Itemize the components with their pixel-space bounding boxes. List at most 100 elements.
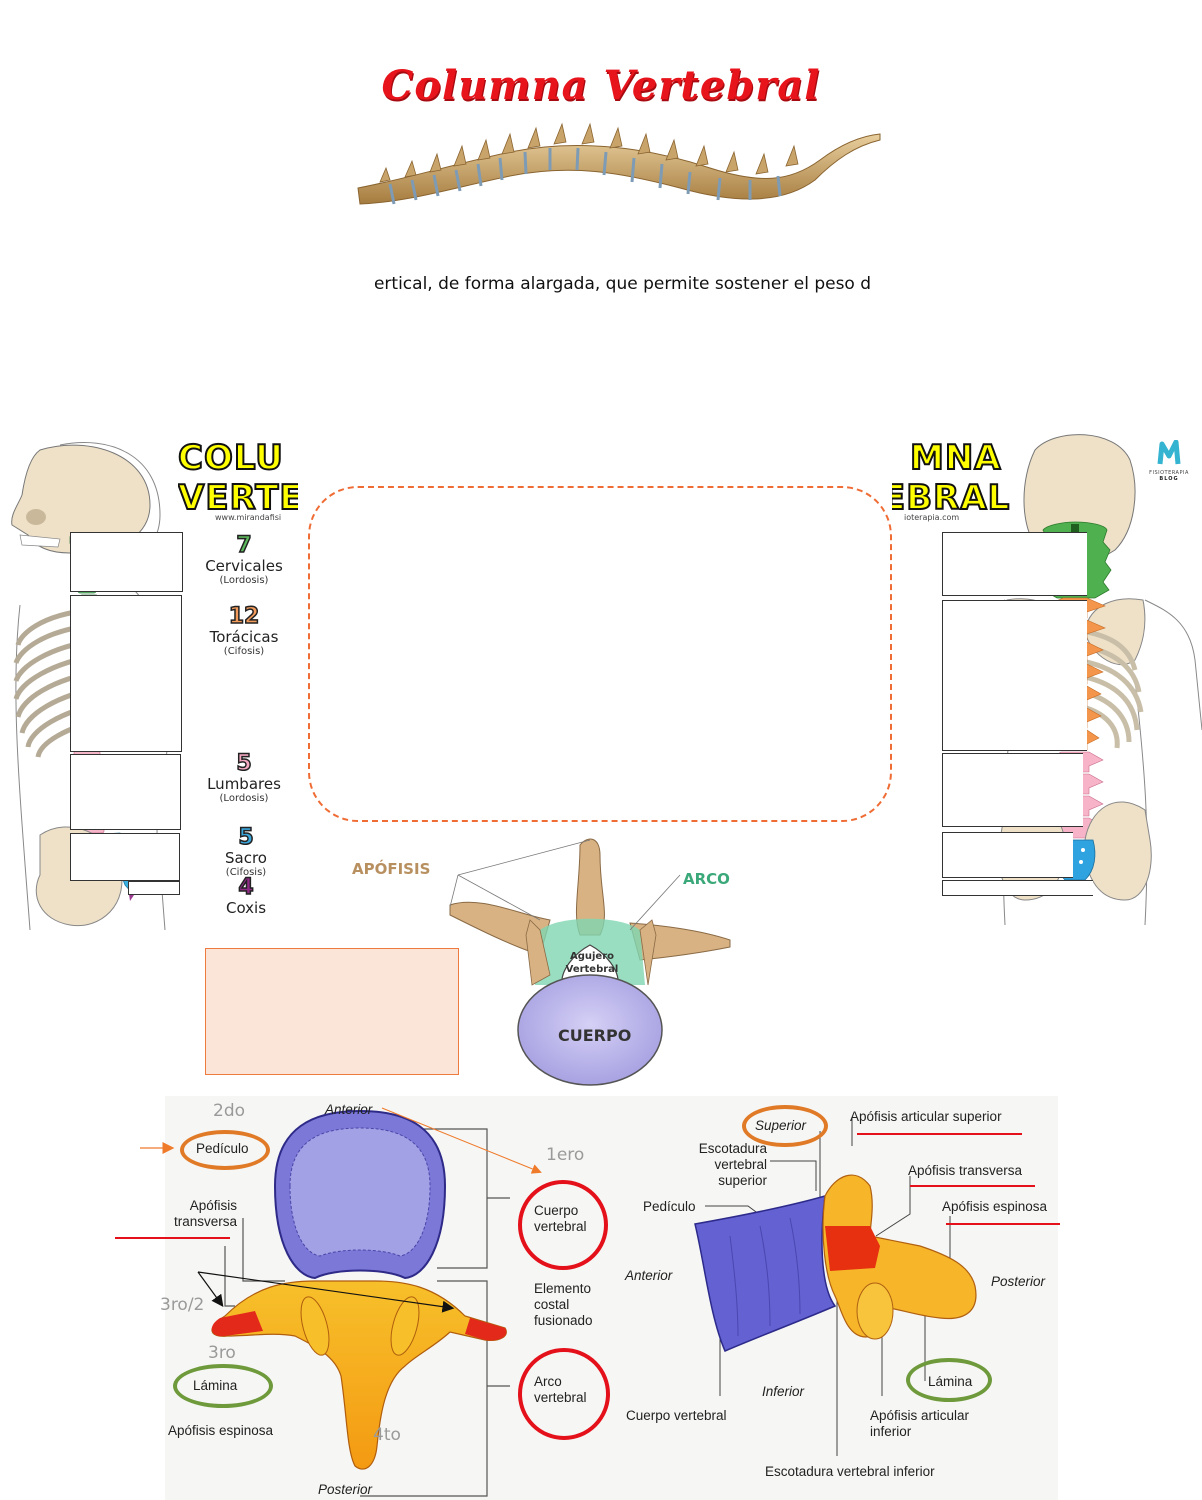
annotation-arrows (140, 1107, 542, 1313)
label-line2: inferior (870, 1424, 912, 1439)
spine-illustration (357, 122, 881, 205)
region-lumbar: 5 Lumbares (Lordosis) (194, 751, 294, 805)
apofisis-transversa-label-top: Apófisis transversa (164, 1198, 237, 1230)
region-count: 4 (238, 875, 255, 901)
red-underline (910, 1185, 1035, 1187)
anterior-arrow (381, 1107, 542, 1174)
top-view-vertebra-illustration (211, 1109, 510, 1497)
note-box[interactable] (205, 948, 459, 1075)
pediculo-label-side: Pedículo (643, 1199, 696, 1214)
transversa-arrow-right (197, 1271, 455, 1313)
apofisis-espinosa-label-side: Apófisis espinosa (942, 1199, 1048, 1214)
poster-title-left: COLU VERTE (178, 438, 298, 518)
superior-highlight-ring (742, 1105, 828, 1147)
arco-vertebral-highlight-ring (518, 1348, 610, 1440)
logo-text-2: BLOG (1159, 476, 1179, 482)
agujero-line2: Vertebral (565, 964, 619, 975)
fisioterapia-blog-logo: FISIOTERAPIA BLOG (1148, 439, 1190, 482)
region-name: Torácicas (209, 628, 279, 646)
pediculo-label-top: Pedículo (196, 1141, 249, 1156)
cuerpo-vertebral-label-top: Cuerpo vertebral (534, 1203, 587, 1235)
logo-m-icon (1157, 439, 1181, 465)
poster-title-line1: MNA (909, 438, 1002, 479)
region-count: 5 (236, 751, 253, 777)
region-name: Coxis (225, 899, 267, 917)
region-count: 12 (228, 604, 260, 630)
lamina-highlight-ring-side (906, 1358, 992, 1402)
logo-text: FISIOTERAPIA (1149, 470, 1189, 476)
region-cervical: 7 Cervicales (Lordosis) (194, 533, 294, 587)
poster-url-left: www.mirandafisi (215, 513, 282, 522)
region-count: 7 (236, 533, 253, 559)
red-underline (946, 1223, 1060, 1225)
label-line1: Cuerpo (534, 1203, 579, 1218)
region-coccyx: 4 Coxis (196, 875, 296, 917)
label-box-sacrum-left[interactable] (70, 833, 180, 881)
intro-text: ertical, de forma alargada, que permite … (373, 274, 872, 294)
label-line2: costal (534, 1297, 570, 1312)
label-line2: transversa (173, 1214, 237, 1229)
order-label-third: 3ro (208, 1343, 236, 1363)
label-box-lumbar-left[interactable] (70, 754, 181, 830)
region-curve: (Lordosis) (219, 793, 269, 804)
anterior-label-top: Anterior (325, 1102, 373, 1117)
transversa-arrow-left (197, 1271, 224, 1307)
poster-title-right: MNA EBRAL (892, 438, 1017, 518)
label-box-coccyx-right[interactable] (942, 880, 1093, 896)
cuerpo-vertebral-highlight-ring (518, 1180, 608, 1270)
poster-url-right: ioterapia.com (904, 513, 960, 522)
region-count: 5 (238, 825, 255, 851)
posterior-label-top: Posterior (318, 1482, 373, 1497)
region-curve: (Lordosis) (219, 575, 269, 586)
cuerpo-vertebral-label-side: Cuerpo vertebral (626, 1408, 727, 1423)
label-line3: superior (718, 1173, 767, 1188)
region-name: Cervicales (205, 557, 283, 575)
label-box-cervical-right[interactable] (942, 532, 1087, 596)
order-label-fourth: 4to (373, 1425, 401, 1445)
apofisis-label: APÓFISIS (352, 860, 431, 878)
label-line1: Escotadura (698, 1141, 767, 1156)
lamina-highlight-ring (173, 1364, 273, 1408)
label-line2: vertebral (714, 1157, 767, 1172)
label-box-lumbar-right[interactable] (942, 753, 1083, 827)
region-curve: (Cifosis) (223, 646, 265, 657)
agujero-line1: Agujero (569, 951, 615, 962)
cuerpo-label: CUERPO (558, 1026, 632, 1045)
region-sacrum: 5 Sacro (Cifosis) (196, 825, 296, 879)
arco-label: ARCO (683, 870, 730, 888)
region-thoracic: 12 Torácicas (Cifosis) (194, 604, 294, 658)
poster-title-line2: VERTE (178, 477, 298, 518)
escotadura-inferior-label: Escotadura vertebral inferior (765, 1464, 935, 1479)
posterior-label-side: Posterior (991, 1274, 1046, 1289)
dashed-text-box[interactable] (308, 486, 892, 822)
label-line1: Apófisis articular (870, 1408, 970, 1423)
escotadura-superior-label: Escotadura vertebral superior (683, 1141, 767, 1189)
label-line1: Arco (534, 1374, 562, 1389)
apofisis-articular-superior-label: Apófisis articular superior (850, 1109, 1002, 1124)
basic-vertebra-illustration (449, 838, 731, 1086)
label-box-thoracic-right[interactable] (942, 600, 1087, 751)
apofisis-espinosa-label-top: Apófisis espinosa (168, 1423, 274, 1438)
page-title: Columna Vertebral (381, 62, 821, 109)
region-name: Sacro (225, 849, 267, 867)
order-label-third-half: 3ro/2 (160, 1295, 205, 1315)
anterior-label-side: Anterior (625, 1268, 673, 1283)
region-name: Lumbares (207, 775, 281, 793)
region-curve: (Cifosis) (225, 867, 267, 878)
red-underline (115, 1237, 230, 1239)
order-label-second: 2do (213, 1101, 246, 1121)
elemento-costal-label: Elemento costal fusionado (534, 1281, 593, 1329)
label-box-coccyx-left[interactable] (128, 881, 180, 895)
order-label-first: 1ero (546, 1145, 585, 1165)
red-underline (857, 1133, 1022, 1135)
label-box-sacrum-right[interactable] (942, 832, 1073, 878)
label-line2: vertebral (534, 1219, 587, 1234)
apofisis-articular-inferior-label: Apófisis articular inferior (870, 1408, 969, 1440)
superior-label: Superior (755, 1118, 807, 1133)
label-line2: vertebral (534, 1390, 587, 1405)
label-line1: Apófisis (189, 1198, 237, 1213)
pediculo-highlight-ring (180, 1130, 270, 1170)
label-box-cervical-left[interactable] (70, 532, 183, 592)
arco-vertebral-label-top: Arco vertebral (534, 1374, 587, 1406)
label-box-thoracic-left[interactable] (70, 595, 182, 752)
